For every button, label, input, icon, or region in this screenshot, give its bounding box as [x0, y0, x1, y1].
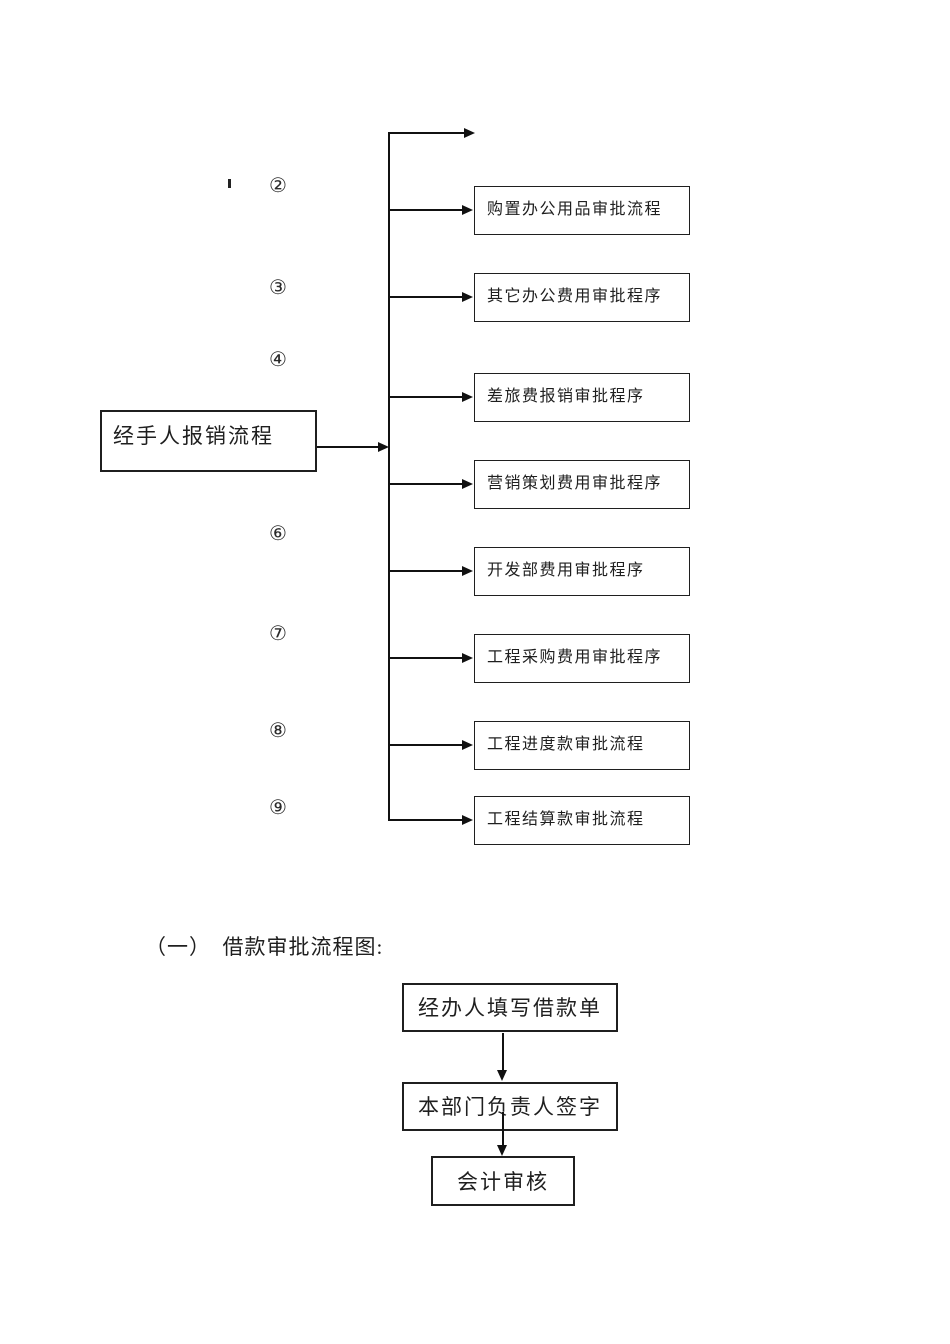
branch-line-2	[388, 296, 463, 298]
circled-number-9: ⑨	[269, 797, 287, 819]
flow-node-target-4-label: 营销策划费用审批程序	[487, 475, 663, 492]
flow-node-target-1: 购置办公用品审批流程	[474, 186, 690, 235]
flow-node-target-3: 差旅费报销审批程序	[474, 373, 690, 422]
circled-number-2: ②	[269, 175, 287, 197]
branch-line-5	[388, 570, 463, 572]
flow-node-source: 经手人报销流程	[100, 410, 317, 472]
flow-node-target-2-label: 其它办公费用审批程序	[487, 288, 663, 305]
branch-arrowhead-6-icon	[462, 653, 473, 663]
flow-node-target-5: 开发部费用审批程序	[474, 547, 690, 596]
loan-connector-1-arrowhead-icon	[497, 1070, 507, 1081]
loan-step-2: 本部门负责人签字	[402, 1082, 618, 1131]
branch-arrowhead-1-icon	[462, 205, 473, 215]
flow-node-target-5-label: 开发部费用审批程序	[487, 562, 645, 579]
flow-node-target-7: 工程进度款审批流程	[474, 721, 690, 770]
branch-arrowhead-5-icon	[462, 566, 473, 576]
branch-arrowhead-4-icon	[462, 479, 473, 489]
branch-arrowhead-2-icon	[462, 292, 473, 302]
loan-connector-1-line	[502, 1033, 504, 1071]
loan-step-1-label: 经办人填写借款单	[418, 996, 602, 1020]
source-arrowhead-icon	[378, 442, 389, 452]
branch-arrowhead-7-icon	[462, 740, 473, 750]
stray-tick-mark	[228, 179, 231, 188]
branch-arrowhead-3-icon	[462, 392, 473, 402]
flow-node-target-6-label: 工程采购费用审批程序	[487, 649, 663, 666]
loan-step-3: 会计审核	[431, 1156, 575, 1206]
branch-arrowhead-8-icon	[462, 815, 473, 825]
source-connector-line	[317, 446, 380, 448]
branch-line-4	[388, 483, 463, 485]
flow-node-target-7-label: 工程进度款审批流程	[487, 736, 645, 753]
flow-node-target-6: 工程采购费用审批程序	[474, 634, 690, 683]
section-heading: （一） 借款审批流程图:	[145, 935, 384, 959]
flow-node-target-8: 工程结算款审批流程	[474, 796, 690, 845]
branch-line-6	[388, 657, 463, 659]
branch-line-3	[388, 396, 463, 398]
flow-node-source-label: 经手人报销流程	[113, 424, 274, 448]
circled-number-6: ⑥	[269, 523, 287, 545]
flow-node-target-2: 其它办公费用审批程序	[474, 273, 690, 322]
branch-line-7	[388, 744, 463, 746]
branch-arrowhead-top-icon	[464, 128, 475, 138]
loan-step-1: 经办人填写借款单	[402, 983, 618, 1032]
branch-line-top	[388, 132, 465, 134]
loan-step-2-label: 本部门负责人签字	[418, 1095, 602, 1119]
flow-node-target-3-label: 差旅费报销审批程序	[487, 388, 645, 405]
loan-connector-2-line	[502, 1112, 504, 1146]
loan-step-3-label: 会计审核	[457, 1170, 549, 1194]
loan-connector-2-arrowhead-icon	[497, 1145, 507, 1156]
flow-node-target-4: 营销策划费用审批程序	[474, 460, 690, 509]
trunk-line	[388, 132, 390, 821]
circled-number-8: ⑧	[269, 720, 287, 742]
branch-line-8	[388, 819, 463, 821]
circled-number-3: ③	[269, 277, 287, 299]
flow-node-target-1-label: 购置办公用品审批流程	[487, 201, 663, 218]
circled-number-4: ④	[269, 349, 287, 371]
branch-line-1	[388, 209, 463, 211]
circled-number-7: ⑦	[269, 623, 287, 645]
flow-node-target-8-label: 工程结算款审批流程	[487, 811, 645, 828]
